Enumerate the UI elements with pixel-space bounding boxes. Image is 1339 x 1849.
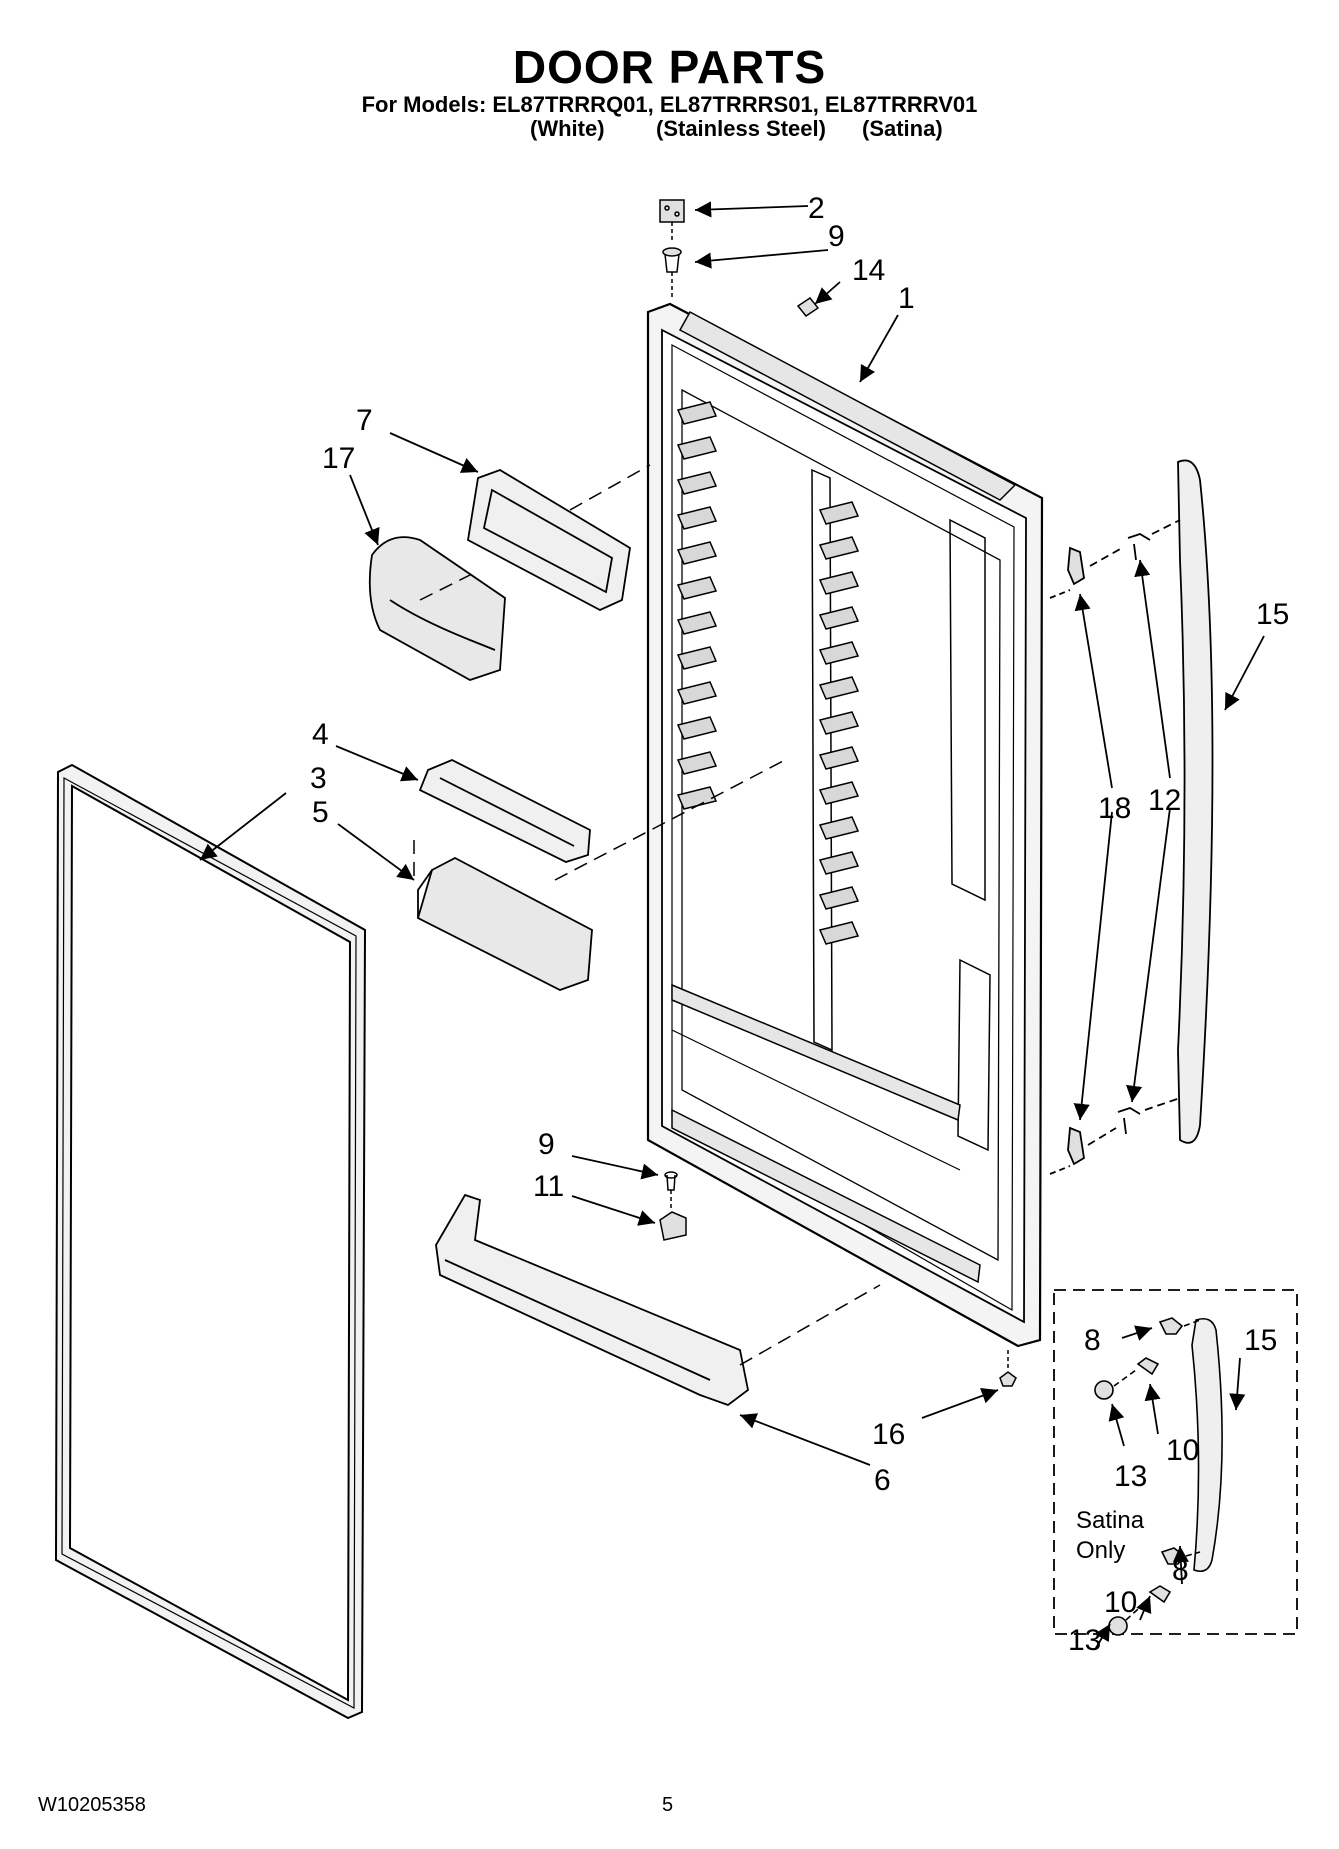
inset-callout-10-top: 10: [1166, 1434, 1199, 1467]
inset-callout-8-top: 8: [1084, 1324, 1101, 1357]
leader-arrows: [199, 201, 1265, 1466]
callout-9-top: 9: [828, 220, 845, 253]
door-bins-middle: [416, 759, 593, 991]
door-gasket: [54, 763, 367, 1720]
callout-12: 12: [1148, 784, 1181, 817]
door-bins-upper: [368, 469, 631, 681]
inset-callout-10-bottom: 10: [1104, 1586, 1137, 1619]
inset-callout-8-bottom: 8: [1172, 1554, 1189, 1587]
callout-9-bottom: 9: [538, 1128, 555, 1161]
callout-4: 4: [312, 718, 329, 751]
callout-7: 7: [356, 404, 373, 437]
callout-2: 2: [808, 192, 825, 225]
page-number: 5: [662, 1794, 674, 1816]
finish-satina: (Satina): [862, 116, 943, 141]
top-hinge-parts: [659, 199, 820, 318]
callout-15: 15: [1256, 598, 1289, 631]
inset-callout-13-top: 13: [1114, 1460, 1147, 1493]
door-assembly: [646, 302, 1044, 1348]
door-handle: [1049, 459, 1214, 1175]
inset-border: [1053, 1289, 1298, 1635]
inset-callout-13-bottom: 13: [1068, 1624, 1101, 1657]
callout-3: 3: [310, 762, 327, 795]
page-title: DOOR PARTS: [512, 41, 827, 93]
inset-callout-15: 15: [1244, 1324, 1277, 1357]
callout-1: 1: [898, 282, 915, 315]
inset-note-satina: Satina: [1076, 1507, 1145, 1534]
bottom-hinge-parts: [659, 1171, 1017, 1387]
callout-labels: 2 9 14 1 7 17 4 3 5 9 11 16 6 15 18 12: [310, 192, 1289, 1497]
satina-inset: 8 15 10 13 Satina Only 8 10 13: [1053, 1289, 1298, 1657]
assembly-lines: [413, 464, 881, 1366]
callout-14: 14: [852, 254, 885, 287]
callout-17: 17: [322, 442, 355, 475]
callout-18: 18: [1098, 792, 1131, 825]
finish-stainless-steel: (Stainless Steel): [656, 116, 826, 141]
models-line: For Models: EL87TRRRQ01, EL87TRRRS01, EL…: [361, 92, 978, 117]
inset-note-only: Only: [1076, 1537, 1125, 1564]
callout-5: 5: [312, 796, 329, 829]
callout-16: 16: [872, 1418, 905, 1451]
doc-number: W10205358: [38, 1794, 146, 1816]
finish-white: (White): [530, 116, 605, 141]
callout-11: 11: [533, 1170, 564, 1203]
door-bin-bottom: [435, 1193, 749, 1407]
callout-6: 6: [874, 1464, 891, 1497]
